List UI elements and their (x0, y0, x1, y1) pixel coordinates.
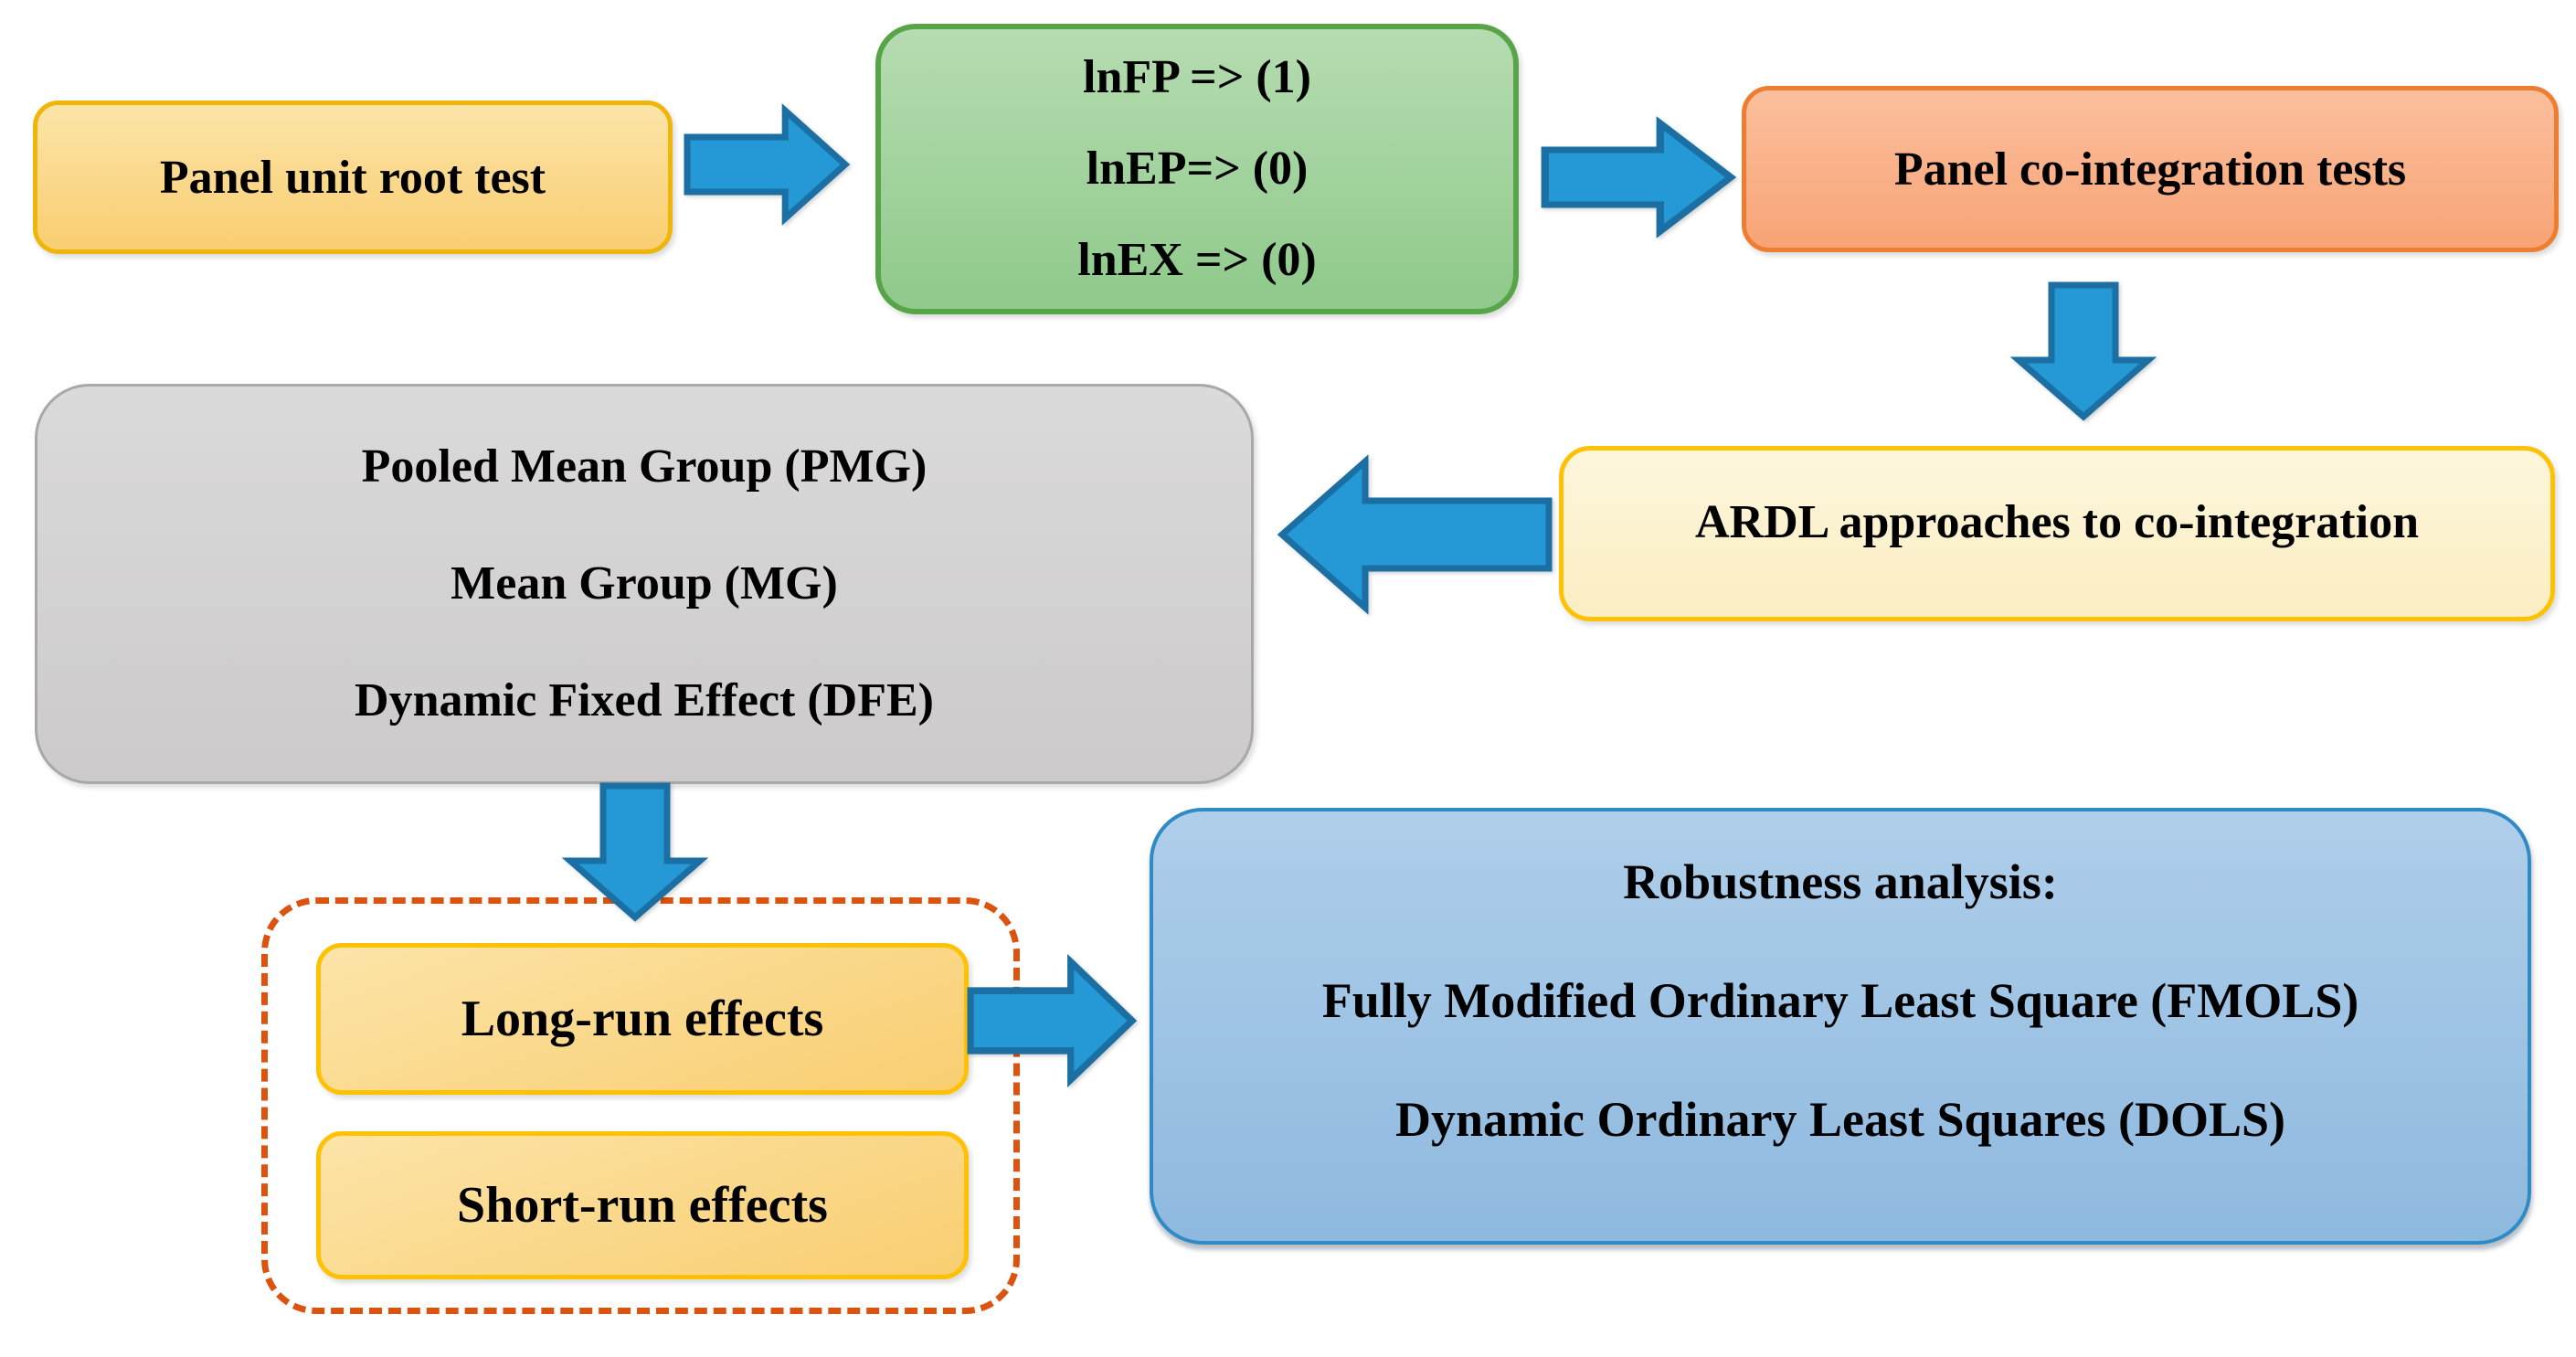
robustness-title: Robustness analysis: (1623, 854, 2058, 909)
arrow-down-estimators-to-effects-icon (561, 782, 709, 922)
node-label: Panel unit root test (159, 151, 546, 204)
robustness-line-dols: Dynamic Ordinary Least Squares (DOLS) (1394, 1092, 2286, 1147)
order-line-lnep: lnEP=> (0) (1086, 143, 1309, 195)
arrow-right-unitroot-to-orders-icon (684, 103, 851, 226)
arrow-right-orders-to-cointegration-icon (1541, 116, 1737, 239)
order-line-lnfp: lnFP => (1) (1083, 51, 1311, 103)
node-label: Panel co-integration tests (1893, 143, 2407, 196)
arrow-left-ardl-to-estimators-icon (1277, 454, 1553, 615)
arrow-right-longrun-to-robustness-icon (967, 953, 1138, 1088)
node-panel-unit-root-test: Panel unit root test (33, 101, 673, 254)
estimator-line-mg: Mean Group (MG) (451, 557, 838, 610)
estimator-line-pmg: Pooled Mean Group (PMG) (361, 440, 928, 493)
order-line-lnex: lnEX => (0) (1077, 234, 1317, 286)
estimator-line-dfe: Dynamic Fixed Effect (DFE) (355, 674, 934, 726)
node-label: Short-run effects (457, 1177, 828, 1234)
node-long-run-effects: Long-run effects (316, 943, 969, 1095)
arrow-down-cointegration-to-ardl-icon (2009, 281, 2157, 421)
node-estimators: Pooled Mean Group (PMG) Mean Group (MG) … (35, 384, 1254, 784)
node-integration-orders: lnFP => (1) lnEP=> (0) lnEX => (0) (875, 24, 1519, 314)
node-panel-cointegration-tests: Panel co-integration tests (1742, 86, 2559, 252)
node-label: ARDL approaches to co-integration (1694, 495, 2419, 548)
node-robustness-analysis: Robustness analysis: Fully Modified Ordi… (1150, 808, 2531, 1245)
node-label: Long-run effects (461, 991, 824, 1047)
node-ardl-approaches: ARDL approaches to co-integration (1559, 446, 2555, 621)
node-short-run-effects: Short-run effects (316, 1131, 969, 1279)
robustness-line-fmols: Fully Modified Ordinary Least Square (FM… (1321, 973, 2359, 1028)
